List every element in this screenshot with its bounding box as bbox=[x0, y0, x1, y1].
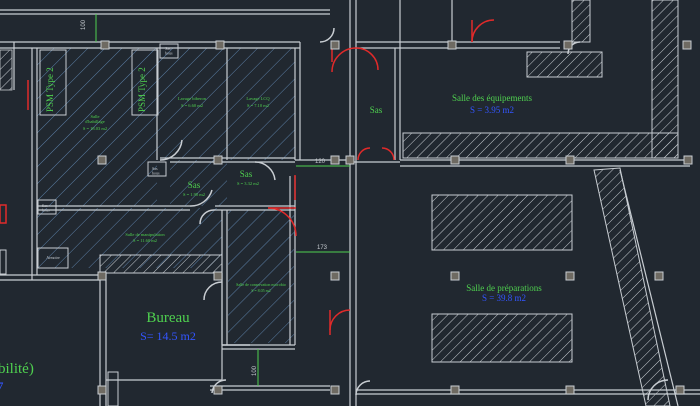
label-conservation: Salle de conservation microbio bbox=[236, 282, 286, 287]
psm-cabinet-2 bbox=[131, 49, 159, 116]
door-swing-top-sas bbox=[355, 47, 379, 71]
hatch-lavage-biberons bbox=[157, 48, 227, 158]
door-swing-topleft-corner bbox=[319, 27, 335, 43]
door-swing-corridor-right bbox=[355, 380, 371, 396]
hatch-top-right-block bbox=[526, 51, 603, 78]
hatch-top-wall bbox=[571, 0, 591, 43]
dimension-120: 120 bbox=[315, 159, 326, 165]
door-swing-top-right bbox=[471, 19, 495, 43]
hatch-far-left bbox=[0, 49, 13, 91]
label-bureau: Bureau bbox=[146, 310, 190, 326]
door-swing-conservation bbox=[329, 309, 351, 331]
door-swing-top-sas-2 bbox=[331, 47, 357, 73]
door-swing-sas-mid-2 bbox=[189, 189, 213, 207]
hatch-diagonal-wall bbox=[593, 167, 671, 406]
hatch-sas-left bbox=[170, 160, 227, 206]
label-manipulation-area: S = 11.60 m2 bbox=[133, 238, 157, 243]
label-sas-left-area: S = 1.90 m2 bbox=[183, 192, 205, 197]
door-swing-sas-bottom-2 bbox=[381, 147, 395, 161]
door-swing-sas-bottom bbox=[357, 147, 371, 161]
label-lavage-biberons-area: S = 6.60 m2 bbox=[181, 103, 203, 108]
label-sas-left: Sas bbox=[188, 180, 201, 190]
hatch-bureau-top bbox=[99, 254, 223, 274]
dimension-100-bottom: 100 bbox=[252, 365, 258, 376]
label-conservation-area: S = 8.05 m2 bbox=[251, 288, 271, 293]
label-salle-equipements-area: S = 3.95 m2 bbox=[470, 105, 514, 115]
door-swing-manip bbox=[199, 209, 216, 225]
label-psm-1: PSM Type 2 bbox=[45, 67, 55, 112]
label-partial-left: bilité) bbox=[0, 361, 34, 377]
label-sas-right: Sas bbox=[240, 169, 253, 179]
dimension-100-top: 100 bbox=[81, 19, 87, 30]
psm-cabinet-1 bbox=[39, 49, 67, 116]
door-swing-bureau bbox=[203, 281, 223, 301]
dimension-173: 173 bbox=[317, 245, 328, 251]
bench-lower bbox=[431, 313, 573, 363]
label-armoire: Armoire bbox=[46, 255, 60, 260]
columns bbox=[97, 40, 693, 395]
dimension-lines bbox=[95, 14, 350, 386]
label-salle-preparations: Salle de préparations bbox=[466, 283, 542, 293]
door-swing-diag bbox=[647, 379, 669, 401]
sas-pass-box-left bbox=[37, 199, 57, 215]
hatch-habillage bbox=[37, 48, 157, 206]
fixture-bottom-left bbox=[107, 371, 119, 406]
door-swing-sas-mid bbox=[159, 139, 183, 161]
door-swing-bottom bbox=[211, 379, 227, 394]
sas-pass-box-mid bbox=[147, 161, 167, 177]
hatch-equipements-bottom bbox=[402, 132, 679, 159]
hatch-conservation bbox=[228, 210, 294, 343]
label-lavage-lcq: Lavage LCQ bbox=[246, 96, 270, 101]
label-salle-preparations-area: S = 39.8 m2 bbox=[482, 293, 526, 303]
bench-upper bbox=[431, 194, 573, 251]
label-sas-right-area: S = 3.32 m2 bbox=[237, 181, 259, 186]
fixture-left-mid bbox=[0, 249, 7, 275]
label-psm-2: PSM Type 2 bbox=[137, 67, 147, 112]
label-partial-bottom-left: 7 bbox=[0, 380, 4, 396]
label-bureau-area: S= 14.5 m2 bbox=[140, 329, 196, 343]
door-swing-lavage bbox=[254, 161, 276, 181]
label-lavage-lcq-area: S = 7.10 m2 bbox=[247, 103, 269, 108]
sas-pass-box-top bbox=[159, 43, 179, 59]
label-lavage-biberons: Lavage biberon bbox=[178, 96, 207, 101]
label-manipulation: Salle de manipulation bbox=[125, 232, 165, 237]
fixture-left-small bbox=[0, 204, 7, 224]
label-habillage-area: S = 18.03 m2 bbox=[83, 126, 107, 131]
hatch-right-vertical bbox=[651, 0, 679, 159]
hatch-lavage-lcq bbox=[227, 48, 295, 160]
doors bbox=[27, 19, 669, 401]
label-sas-main: Sas bbox=[370, 105, 383, 115]
armoire-box bbox=[37, 247, 69, 269]
label-salle-equipements: Salle des équipements bbox=[452, 93, 532, 103]
